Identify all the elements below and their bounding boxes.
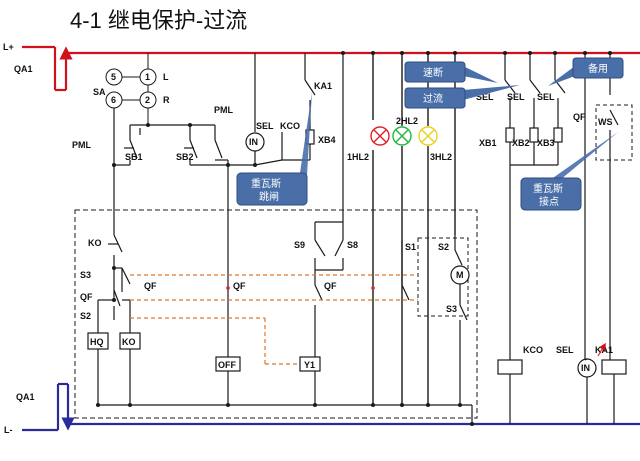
off-coil-label: OFF <box>218 360 236 370</box>
off-coil <box>215 356 241 372</box>
ws-dashed-box <box>595 104 633 161</box>
hl3-label: 3HL2 <box>430 152 452 162</box>
sa-contact-1: 1 <box>145 72 150 82</box>
control-switch-sa <box>105 53 157 125</box>
negative-bus-label: L- <box>4 425 13 435</box>
s3-left-label: S3 <box>80 270 91 280</box>
ko-coil-label: KO <box>122 337 136 347</box>
hq-coil-label: HQ <box>90 337 104 347</box>
pushbutton-contacts <box>124 128 223 159</box>
s8-label: S8 <box>347 240 358 250</box>
left-control-wiring <box>97 108 229 405</box>
callout-overcurrent-text: 过流 <box>423 92 443 105</box>
top-breaker-label: QA1 <box>14 64 33 74</box>
s2-left-label: S2 <box>80 311 91 321</box>
sel-2-label: SEL <box>507 92 525 102</box>
negative-bus <box>22 382 640 432</box>
closing-circuit <box>108 234 131 315</box>
sb1-label: SB1 <box>125 152 143 162</box>
in-symbol-top: IN <box>249 137 258 147</box>
sel-3-label: SEL <box>537 92 555 102</box>
qf-left-right-label: QF <box>144 281 157 291</box>
ws-label: WS <box>598 117 613 127</box>
callout-gas-trip: 重瓦斯 跳闸 <box>236 92 312 206</box>
kco-ka1-branch <box>254 53 316 166</box>
xb4-label: XB4 <box>318 135 336 145</box>
protection-selector <box>504 53 619 360</box>
motor-box <box>417 237 469 317</box>
bottom-relays <box>497 358 627 424</box>
callout-spare-text: 备用 <box>588 62 608 75</box>
callout-gas-contact-line1: 重瓦斯 <box>533 182 563 195</box>
xb3-label: XB3 <box>537 138 555 148</box>
junction-marks <box>226 286 375 290</box>
ko-contact-label: KO <box>88 238 102 248</box>
s2-right-label: S2 <box>438 242 449 252</box>
pml-left-label: PML <box>72 140 92 150</box>
coils-left <box>87 332 141 350</box>
qf-right-label: QF <box>324 281 337 291</box>
trip-path <box>130 274 418 365</box>
sb2-label: SB2 <box>176 152 194 162</box>
sa-contact-6: 6 <box>111 95 116 105</box>
bottom-breaker-label: QA1 <box>16 392 35 402</box>
motor-circuit <box>401 235 470 405</box>
y1-coil-label: Y1 <box>304 360 315 370</box>
qf-left-label: QF <box>80 292 93 302</box>
callout-gas-trip-line2: 跳闸 <box>259 190 279 203</box>
callout-overcurrent: 过流 <box>404 85 520 109</box>
s9-label: S9 <box>294 240 305 250</box>
ka1-top-label: KA1 <box>314 81 332 91</box>
callout-quick-break: 速断 <box>404 61 498 83</box>
hl2-label: 2HL2 <box>396 116 418 126</box>
ka1-red-arrow <box>597 342 606 357</box>
in-bottom-symbol: IN <box>581 363 590 373</box>
callout-gas-trip-line1: 重瓦斯 <box>251 177 281 190</box>
sel-1-label: SEL <box>476 92 494 102</box>
sa-contact-2: 2 <box>145 95 150 105</box>
xb2-label: XB2 <box>512 138 530 148</box>
qf-top-label: QF <box>573 112 586 122</box>
motor-symbol: M <box>456 270 464 280</box>
diagram-title: 4-1 继电保护-过流 <box>70 8 247 33</box>
trip-circuit <box>299 53 344 405</box>
positive-bus-label: L+ <box>3 42 14 52</box>
callout-gas-contact-line2: 接点 <box>539 195 559 208</box>
sa-contact-5: 5 <box>111 72 116 82</box>
pml-top-label: PML <box>214 105 234 115</box>
positive-bus <box>22 45 640 92</box>
qf-mid-label: QF <box>233 281 246 291</box>
sa-label: SA <box>93 87 106 97</box>
callout-gas-contact: 重瓦斯 接点 <box>520 132 618 211</box>
sa-l-label: L <box>163 72 169 82</box>
hl1-label: 1HL2 <box>347 152 369 162</box>
sel-in-label: SEL <box>256 121 274 131</box>
kco-bottom-label: KCO <box>523 345 543 355</box>
xb1-label: XB1 <box>479 138 497 148</box>
kco-top-label: KCO <box>280 121 300 131</box>
sel-bottom-label: SEL <box>556 345 574 355</box>
s3-right-label: S3 <box>446 304 457 314</box>
s1-label: S1 <box>405 242 416 252</box>
sa-r-label: R <box>163 95 170 105</box>
callout-quick-break-text: 速断 <box>423 66 443 79</box>
callout-spare: 备用 <box>548 57 624 86</box>
in-indicator <box>228 53 265 166</box>
junction-dots <box>96 51 612 426</box>
mechanism-box <box>74 209 478 419</box>
